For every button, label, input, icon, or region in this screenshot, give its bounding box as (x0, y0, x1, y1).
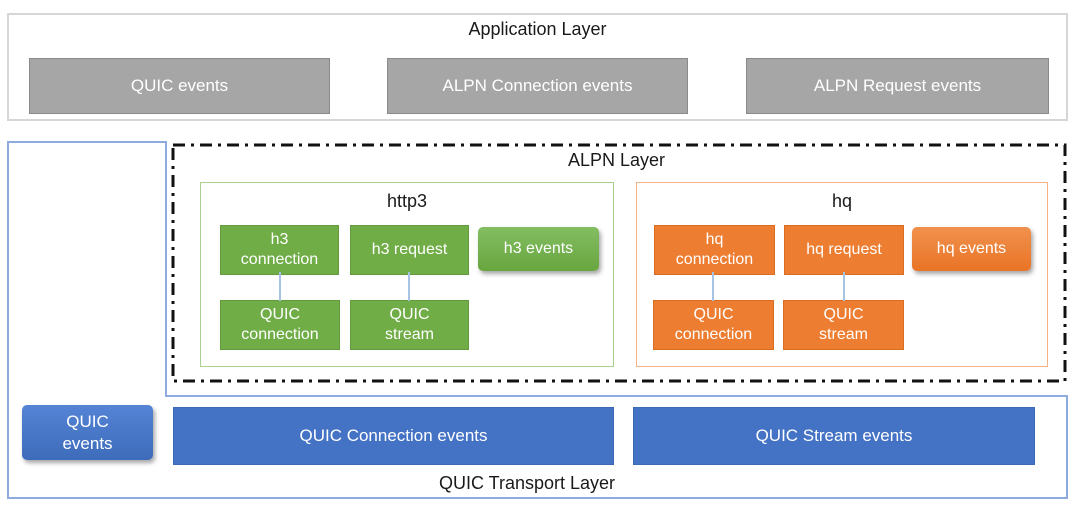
alpn-layer-title: ALPN Layer (568, 150, 666, 170)
app-alpn-request-events-box: ALPN Request events (746, 58, 1049, 114)
box-label: hq request (806, 241, 882, 258)
h3-events-box: h3 events (478, 227, 599, 271)
box-label-line2: connection (241, 326, 319, 343)
box-label-line1: QUIC (260, 306, 300, 323)
box-label: ALPN Connection events (442, 76, 633, 95)
hq-quic-stream-box: QUIC stream (783, 300, 904, 350)
box-label-line2: events (62, 433, 113, 453)
hq-connection-box: hq connection (654, 225, 775, 275)
app-alpn-connection-events-box: ALPN Connection events (387, 58, 688, 114)
box-label: hq events (936, 240, 1007, 257)
hq-request-box: hq request (784, 225, 904, 275)
box-label: QUIC events (130, 76, 229, 95)
http3-quic-connection-box: QUIC connection (220, 300, 340, 350)
box-label-line2: stream (385, 326, 434, 343)
box-label: h3 request (371, 241, 448, 258)
quic-stream-events-box: QUIC Stream events (633, 407, 1035, 465)
http3-group-title: http3 (386, 191, 428, 211)
box-label: h3 events (503, 240, 574, 257)
box-label: QUIC Connection events (299, 426, 488, 445)
hq-group-title: hq (831, 191, 853, 211)
box-label-line1: QUIC (389, 306, 430, 323)
box-label-line1: h3 (270, 231, 289, 248)
hq-events-box: hq events (912, 227, 1031, 271)
box-label-line2: connection (674, 326, 753, 343)
hq-connection-to-quic-connection-connector (712, 272, 714, 301)
h3-request-box: h3 request (350, 225, 469, 275)
application-layer-title: Application Layer (468, 19, 607, 39)
box-label: ALPN Request events (813, 76, 982, 95)
quic-events-box: QUIC events (22, 405, 153, 460)
box-label-line1: hq (705, 231, 724, 248)
box-label-line1: QUIC (823, 306, 864, 323)
h3-connection-to-quic-connection-connector (279, 272, 281, 301)
hq-request-to-quic-stream-connector (843, 272, 845, 301)
h3-request-to-quic-stream-connector (408, 272, 410, 301)
box-label-line2: stream (819, 326, 868, 343)
box-label-line1: QUIC (693, 306, 734, 323)
quic-transport-layer-title: QUIC Transport Layer (438, 473, 616, 493)
app-quic-events-box: QUIC events (29, 58, 330, 114)
h3-connection-box: h3 connection (220, 225, 339, 275)
http3-quic-stream-box: QUIC stream (350, 300, 469, 350)
hq-quic-connection-box: QUIC connection (653, 300, 774, 350)
quic-connection-events-box: QUIC Connection events (173, 407, 614, 465)
box-label: QUIC Stream events (755, 426, 913, 445)
box-label-line1: QUIC (66, 411, 109, 431)
box-label-line2: connection (240, 251, 319, 268)
box-label-line2: connection (675, 251, 754, 268)
